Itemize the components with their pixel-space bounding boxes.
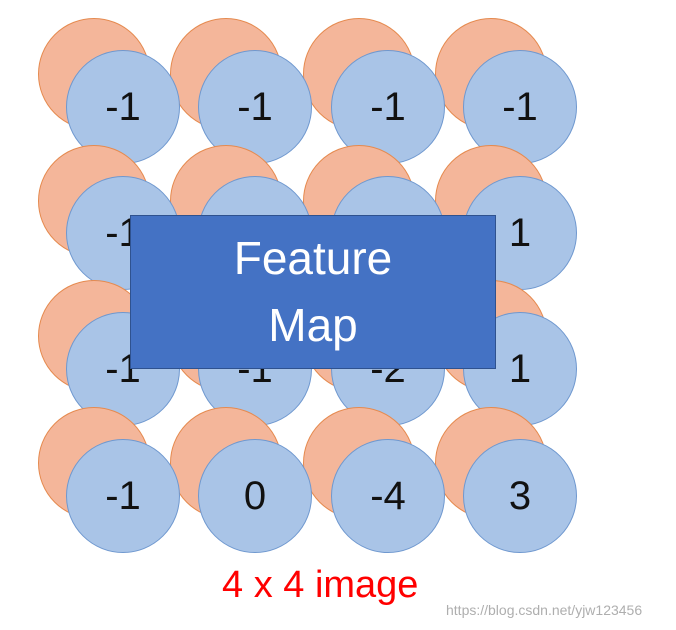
front-circle-r4c4: 3 [463, 439, 577, 553]
feature-map-box: Feature Map [130, 215, 496, 369]
image-caption: 4 x 4 image [222, 564, 419, 606]
cell-value: 1 [508, 211, 532, 255]
cell-value: -1 [105, 85, 141, 129]
watermark: https://blog.csdn.net/yjw123456 [446, 602, 643, 618]
cell-value: -1 [502, 85, 538, 129]
front-circle-r4c2: 0 [198, 439, 312, 553]
cell-value: -1 [370, 85, 406, 129]
front-circle-r4c1: -1 [66, 439, 180, 553]
cell-value: 3 [508, 474, 532, 518]
cell-value: -1 [237, 85, 273, 129]
cell-value: -1 [105, 474, 141, 518]
cell-value: -4 [370, 474, 406, 518]
feature-map-label-line2: Map [268, 299, 358, 351]
feature-map-label-line1: Feature [233, 232, 393, 285]
front-circle-r1c2: -1 [198, 50, 312, 164]
cell-value: 0 [243, 474, 267, 518]
cell-value: 1 [508, 347, 532, 391]
front-circle-r4c3: -4 [331, 439, 445, 553]
